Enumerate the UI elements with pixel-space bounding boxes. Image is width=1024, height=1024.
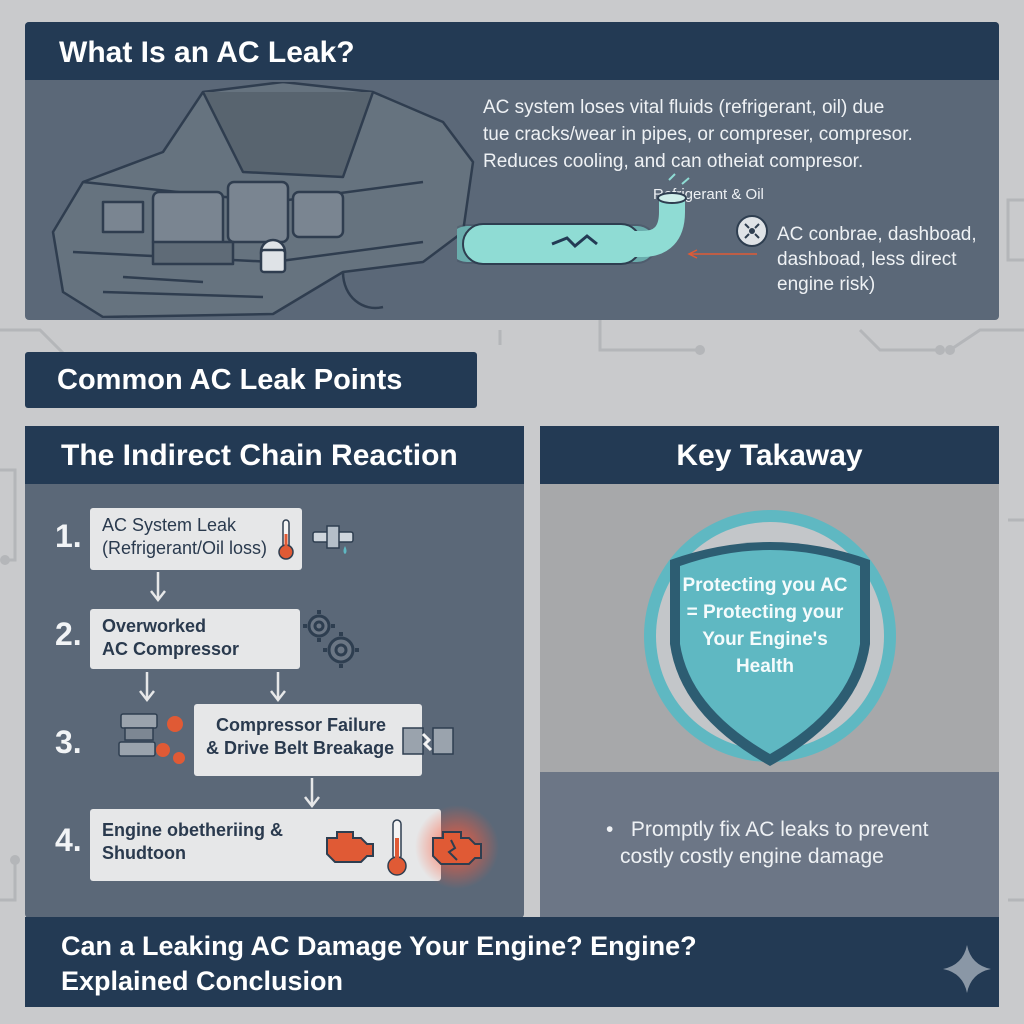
- bullet-line: Promptly fix AC leaks to prevent: [630, 818, 929, 841]
- gears-icon: [303, 610, 359, 668]
- section-header: Key Takaway: [540, 426, 999, 484]
- description-line: AC system loses vital fluids (refrigeran…: [483, 97, 885, 118]
- step-number: 4.: [55, 822, 82, 858]
- step-number: 1.: [55, 518, 82, 554]
- what-is-ac-leak-section: What Is an AC Leak? AC system loses vita…: [25, 22, 999, 320]
- shield-message: Protecting you AC = Protecting your Your…: [660, 572, 870, 680]
- step-box-engine-overheating: Engine obetheriing & Shudtoon: [90, 809, 441, 881]
- sparkle-icon: [943, 945, 991, 993]
- step-line: Compressor Failure: [216, 715, 387, 735]
- overheating-engine-icon: [415, 805, 499, 889]
- shield-icon: [644, 510, 896, 766]
- flow-arrows: [139, 572, 320, 809]
- cracked-pipe-icon: [457, 173, 757, 265]
- chain-reaction-section: The Indirect Chain Reaction 1. AC System…: [25, 426, 524, 918]
- key-takeaway-section: Key Takaway Protecting you AC = Protecti…: [540, 426, 999, 918]
- step-box-compressor-failure: Compressor Failure & Drive Belt Breakage: [194, 704, 422, 776]
- conclusion-title: Can a Leaking AC Damage Your Engine? Eng…: [61, 929, 697, 999]
- effect-line: engine risk): [777, 274, 876, 295]
- effect-line: dashboad, less direct: [777, 249, 957, 270]
- common-leak-points-header: Common AC Leak Points: [25, 352, 477, 408]
- pipe-drip-icon: [312, 525, 354, 554]
- bullet-dot-icon: •: [606, 818, 631, 841]
- conclusion-line: Can a Leaking AC Damage Your Engine? Eng…: [61, 931, 697, 961]
- shield-line: Your Engine's: [702, 629, 828, 650]
- section-header: The Indirect Chain Reaction: [25, 426, 524, 484]
- takeaway-bullet-area: • Promptly fix AC leaks to prevent costl…: [540, 772, 999, 918]
- step-number: 2.: [55, 616, 82, 652]
- virus-icon: [736, 215, 768, 247]
- section-title: Common AC Leak Points: [57, 364, 403, 396]
- car-engine-bay-icon: [51, 82, 475, 318]
- description-line: Reduces cooling, and can otheiat compres…: [483, 151, 864, 172]
- step-box-overworked-compressor: Overworked AC Compressor: [90, 609, 300, 669]
- step-box-ac-system-leak: AC System Leak (Refrigerant/Oil loss): [90, 508, 302, 570]
- shield-line: Protecting you AC: [682, 575, 848, 596]
- ac-leak-description: AC system loses vital fluids (refrigeran…: [483, 94, 983, 175]
- step-line: & Drive Belt Breakage: [206, 738, 395, 758]
- step-line: (Refrigerant/Oil loss): [102, 538, 268, 558]
- step-line: AC Compressor: [102, 639, 240, 659]
- effect-description: AC conbrae, dashboad, dashboad, less dir…: [777, 222, 977, 297]
- conclusion-line: Explained Conclusion: [61, 966, 344, 996]
- hot-thermometer-icon: [387, 819, 407, 876]
- shield-line: Health: [735, 656, 795, 677]
- section-title: What Is an AC Leak?: [59, 36, 355, 69]
- bullet-line: costly costly engine damage: [620, 845, 884, 868]
- step-line: AC System Leak: [102, 515, 237, 535]
- section-title: Key Takaway: [676, 439, 863, 472]
- step-number: 3.: [55, 724, 82, 760]
- step-line: Shudtoon: [102, 843, 186, 863]
- check-engine-icon: [326, 831, 374, 863]
- step-line: Engine obetheriing &: [102, 820, 284, 840]
- conclusion-footer: Can a Leaking AC Damage Your Engine? Eng…: [25, 917, 999, 1007]
- shield-line: = Protecting your: [686, 602, 844, 623]
- takeaway-bullet: • Promptly fix AC leaks to prevent costl…: [606, 816, 928, 870]
- thermometer-icon: [278, 519, 294, 560]
- section-title: The Indirect Chain Reaction: [61, 439, 458, 472]
- effect-line: AC conbrae, dashboad,: [777, 224, 977, 245]
- engine-parts-icon: [118, 713, 185, 764]
- section-header: What Is an AC Leak?: [25, 22, 999, 80]
- broken-belt-icon: [402, 727, 454, 755]
- step-line: Overworked: [102, 616, 207, 636]
- description-line: tue cracks/wear in pipes, or compreser, …: [483, 124, 913, 145]
